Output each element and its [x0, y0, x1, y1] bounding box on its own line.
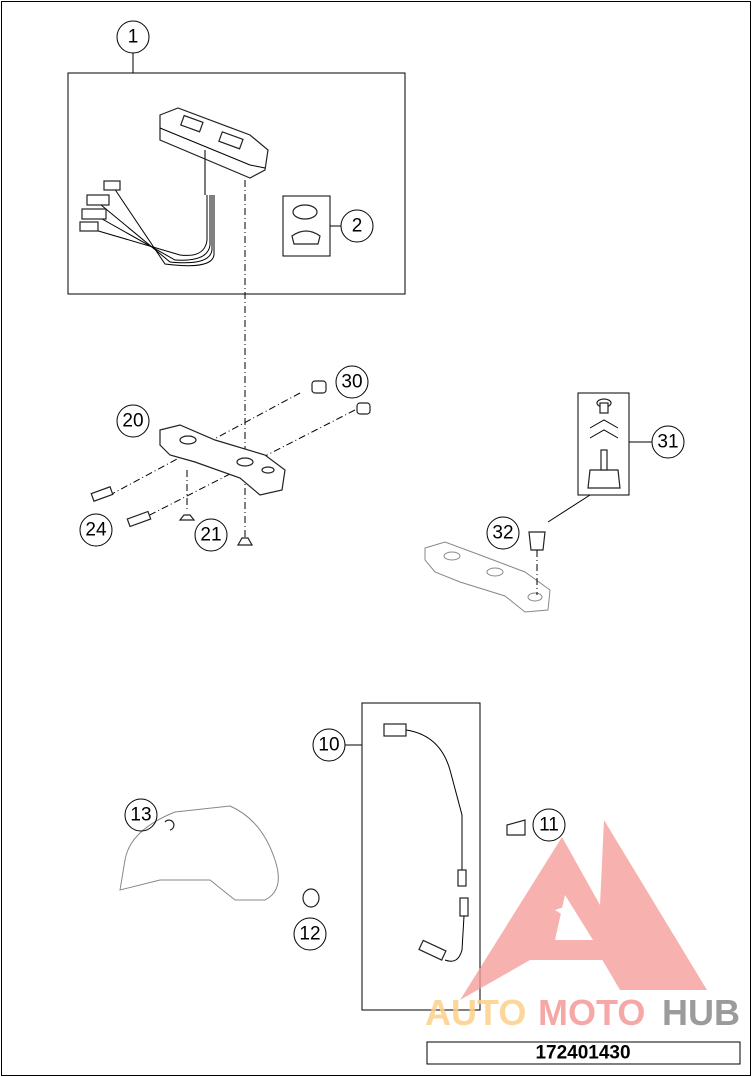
- callout-label: 1: [128, 27, 139, 48]
- assembly-box-10: [345, 702, 481, 1011]
- bracket-reference: [424, 541, 551, 613]
- screw-part: [90, 486, 114, 502]
- assembly-box-2: [282, 195, 341, 257]
- callout: 24: [79, 513, 113, 547]
- callout: 11: [532, 808, 566, 842]
- callout: 31: [651, 425, 685, 459]
- callout-label: 24: [85, 520, 107, 541]
- callout-label: 21: [200, 525, 221, 546]
- o-ring-part: [292, 204, 318, 220]
- grommet-part: [291, 230, 321, 245]
- callout-label: 11: [539, 815, 559, 836]
- callout-label: 10: [318, 735, 339, 756]
- callout: 20: [116, 404, 150, 438]
- assembly-box-1: [67, 53, 406, 295]
- bracket-part: [159, 424, 286, 496]
- part-number-box: [426, 1041, 741, 1065]
- circlip-part: [164, 819, 175, 831]
- callout: 10: [312, 728, 346, 762]
- callout-label: 13: [130, 805, 151, 826]
- part-number: 172401430: [535, 1043, 630, 1064]
- bushing-part: [356, 402, 371, 415]
- callout-label: 31: [657, 432, 678, 453]
- callout: 21: [194, 518, 228, 552]
- speedometer-part: [79, 107, 269, 267]
- callout: 2: [340, 209, 374, 243]
- watermark-auto: AUTO: [425, 992, 526, 1033]
- screw-part: [236, 537, 254, 546]
- callout: 12: [293, 917, 327, 951]
- clip-part: [506, 819, 526, 836]
- callout: 13: [124, 798, 158, 832]
- watermark-logo: AUTO MOTO HUB: [425, 820, 740, 1033]
- callout-label: 12: [299, 924, 320, 945]
- screw-part: [126, 510, 152, 528]
- callout-label: 30: [341, 372, 362, 393]
- screw-part: [178, 514, 196, 521]
- callout-label: 20: [122, 411, 143, 432]
- callout-label: 32: [492, 523, 513, 544]
- bushing-part: [311, 380, 327, 394]
- watermark-moto: MOTO: [538, 992, 645, 1033]
- callout: 32: [486, 516, 520, 550]
- callout: 1: [116, 20, 150, 54]
- callout: 30: [335, 365, 369, 399]
- watermark-hub: HUB: [662, 992, 740, 1033]
- callout-label: 2: [352, 216, 363, 237]
- damper-part: [528, 531, 546, 551]
- spacer-part: [302, 888, 320, 908]
- assembly-box-31: [547, 392, 652, 523]
- brake-disc-reference: [119, 805, 279, 901]
